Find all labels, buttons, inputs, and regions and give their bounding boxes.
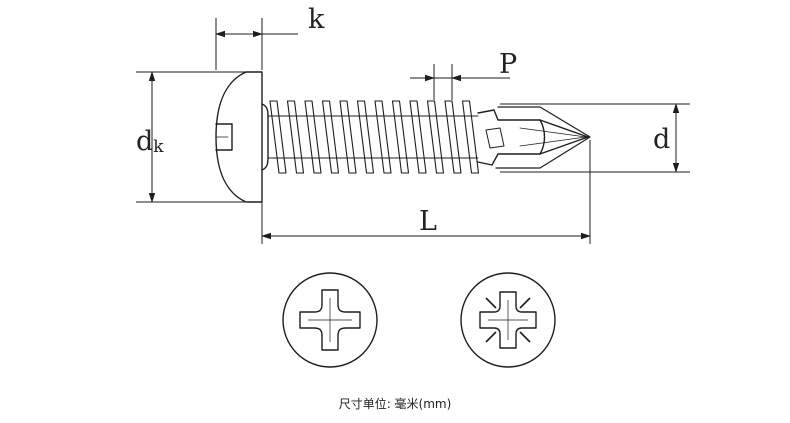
label-dk-main: d [136,126,153,157]
pozidriv-tick-marks [485,297,531,343]
drill-relief [485,127,505,149]
thread-crest [374,100,392,174]
thread-crest [356,100,375,174]
head-slot [215,123,233,151]
drill-body-bottom [495,136,591,169]
label-k: k [308,4,325,35]
phillips-drive-view [282,272,378,368]
drill-center-bottom [519,136,587,147]
label-dk: dk [136,126,164,157]
drill-cutting-edge [539,119,546,155]
label-d: d [653,124,670,155]
thread-crest [426,100,445,174]
head-underside-fillet [261,103,269,171]
thread-crest [444,100,462,174]
thread-crest [461,100,480,174]
drill-center-top [519,127,587,138]
threaded-shank [267,100,480,174]
dimension-d [500,103,690,173]
thread-crest [286,100,305,174]
thread-crest [304,100,322,174]
units-caption: 尺寸单位: 毫米(mm) [338,397,452,411]
label-p: P [499,49,517,80]
pozidriv-cross-recess [479,291,537,349]
phillips-outer-circle [282,272,378,368]
thread-crest [269,100,287,174]
thread-crest [409,100,427,174]
dimension-pitch [410,64,510,100]
drill-flute-bottom [477,136,589,166]
thread-crest [321,100,340,174]
drill-point [477,106,591,169]
thread-crest [339,100,357,174]
dimension-l [261,140,591,244]
phillips-cross-recess [299,289,361,351]
screw-head [215,71,269,203]
thread-crest [391,100,410,174]
dimension-dk [136,71,258,203]
label-l: L [419,206,437,237]
pozidriv-drive-view [460,272,556,368]
thread-crests [269,100,480,174]
dimension-k [215,18,298,70]
label-dk-subscript: k [153,137,164,157]
pozidriv-outer-circle [460,272,556,368]
drill-flute-top [477,109,589,138]
drill-body-top [497,106,591,138]
